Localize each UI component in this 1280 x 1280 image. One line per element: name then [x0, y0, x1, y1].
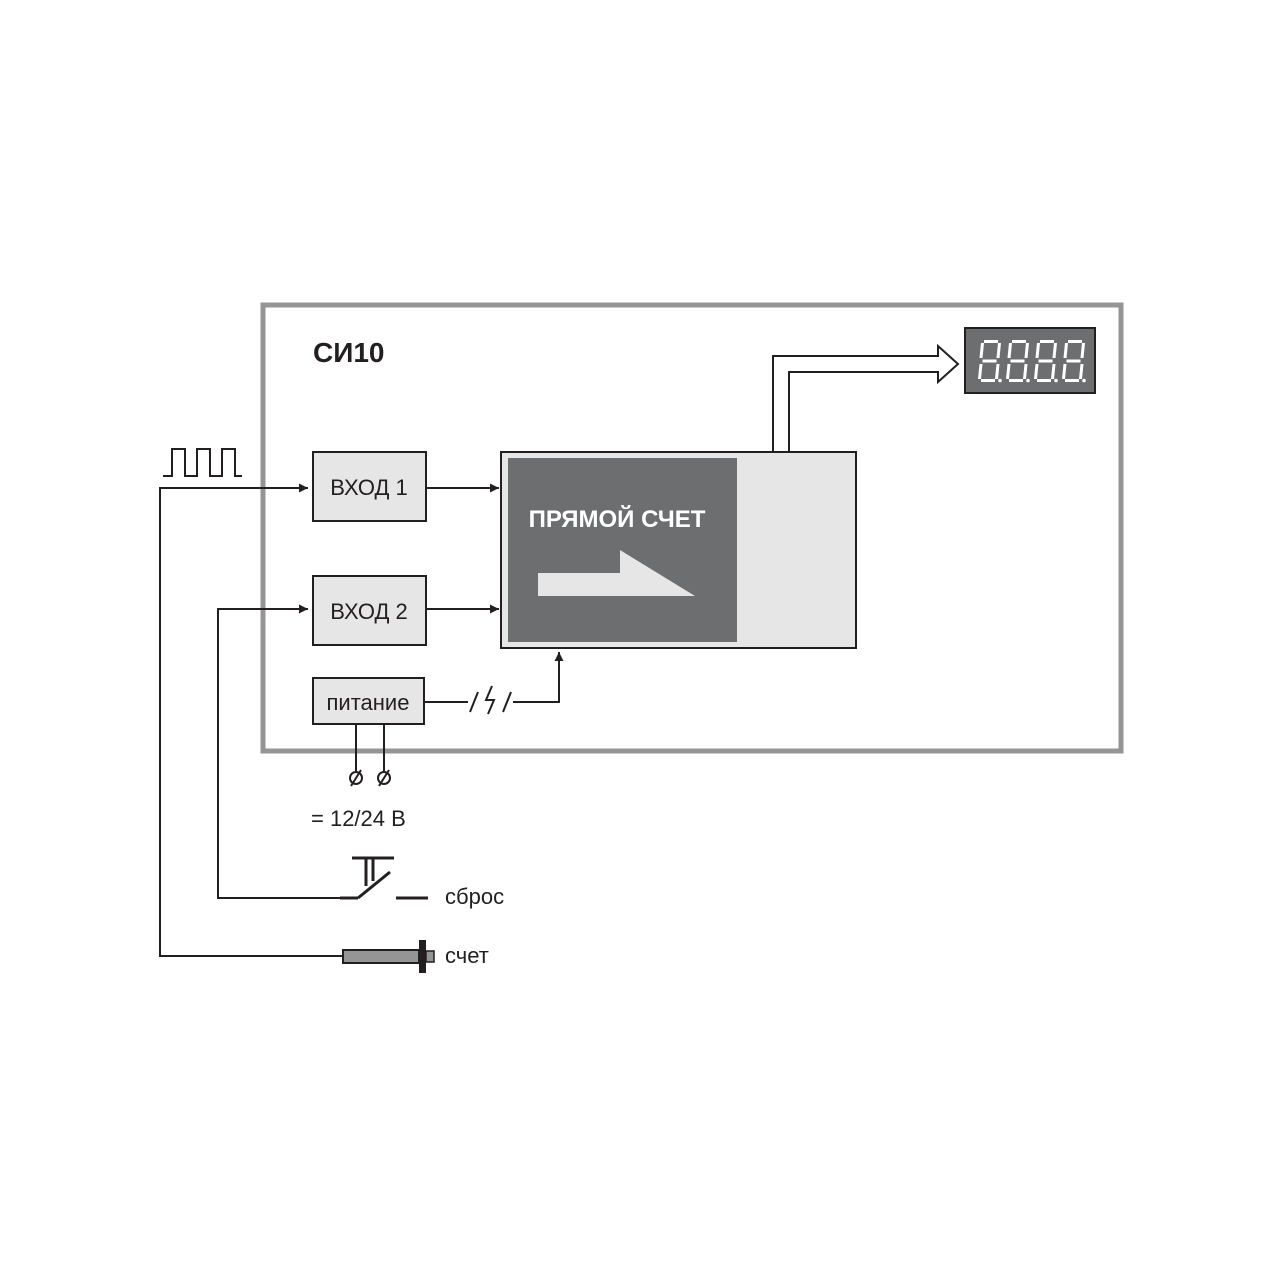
display-segment	[1037, 379, 1051, 382]
display-segment	[1051, 364, 1056, 379]
count-label: счет	[445, 943, 489, 968]
voltage-label: = 12/24 В	[311, 806, 406, 831]
counter-block: ПРЯМОЙ СЧЕТ	[500, 451, 857, 649]
reset-wire	[217, 604, 340, 899]
pulse-train-icon	[163, 448, 242, 477]
display-segment	[979, 343, 984, 358]
display-segment	[1035, 343, 1040, 358]
power-to-counter-link	[424, 652, 564, 715]
display-decimal-point	[998, 378, 1002, 383]
mode-panel	[508, 458, 737, 642]
display-decimal-point	[1082, 378, 1086, 383]
display-segment	[1040, 340, 1054, 343]
display-segment	[995, 364, 1000, 379]
device-frame	[260, 302, 1124, 754]
display-segment	[1080, 343, 1085, 358]
display-digits	[978, 340, 1086, 383]
power-label: питание	[327, 690, 410, 715]
display-segment	[1062, 364, 1067, 379]
power-terminals	[349, 724, 391, 787]
device-title: СИ10	[313, 337, 385, 368]
display-segment	[1038, 359, 1053, 363]
digital-display	[964, 327, 1096, 394]
power-block: питание	[312, 677, 425, 725]
input1-label: ВХОД 1	[330, 475, 408, 500]
display-segment	[1052, 343, 1057, 358]
count-sensor-icon	[342, 940, 435, 973]
display-segment	[978, 364, 983, 379]
input2-block: ВХОД 2	[312, 575, 427, 646]
display-segment	[1063, 343, 1068, 358]
display-segment	[984, 340, 998, 343]
display-segment	[1006, 364, 1011, 379]
display-segment	[982, 359, 997, 363]
display-decimal-point	[1054, 378, 1058, 383]
display-segment	[1066, 359, 1081, 363]
display-segment	[1023, 364, 1028, 379]
reset-button-icon	[340, 856, 428, 900]
display-segment	[1079, 364, 1084, 379]
display-segment	[981, 379, 995, 382]
display-segment	[1034, 364, 1039, 379]
display-segment	[1068, 340, 1082, 343]
count-wire	[159, 483, 343, 957]
display-segment	[1010, 359, 1025, 363]
display-segment	[1009, 379, 1023, 382]
display-segment	[1065, 379, 1079, 382]
bus-arrow-to-display	[772, 343, 960, 452]
input1-block: ВХОД 1	[312, 451, 427, 522]
display-segment	[1024, 343, 1029, 358]
count-up-arrow-icon	[538, 550, 695, 596]
display-segment	[1012, 340, 1026, 343]
mode-label: ПРЯМОЙ СЧЕТ	[529, 505, 706, 533]
reset-label: сброс	[445, 884, 504, 909]
display-segment	[996, 343, 1001, 358]
input2-label: ВХОД 2	[330, 599, 408, 624]
display-decimal-point	[1026, 378, 1030, 383]
display-segment	[1007, 343, 1012, 358]
